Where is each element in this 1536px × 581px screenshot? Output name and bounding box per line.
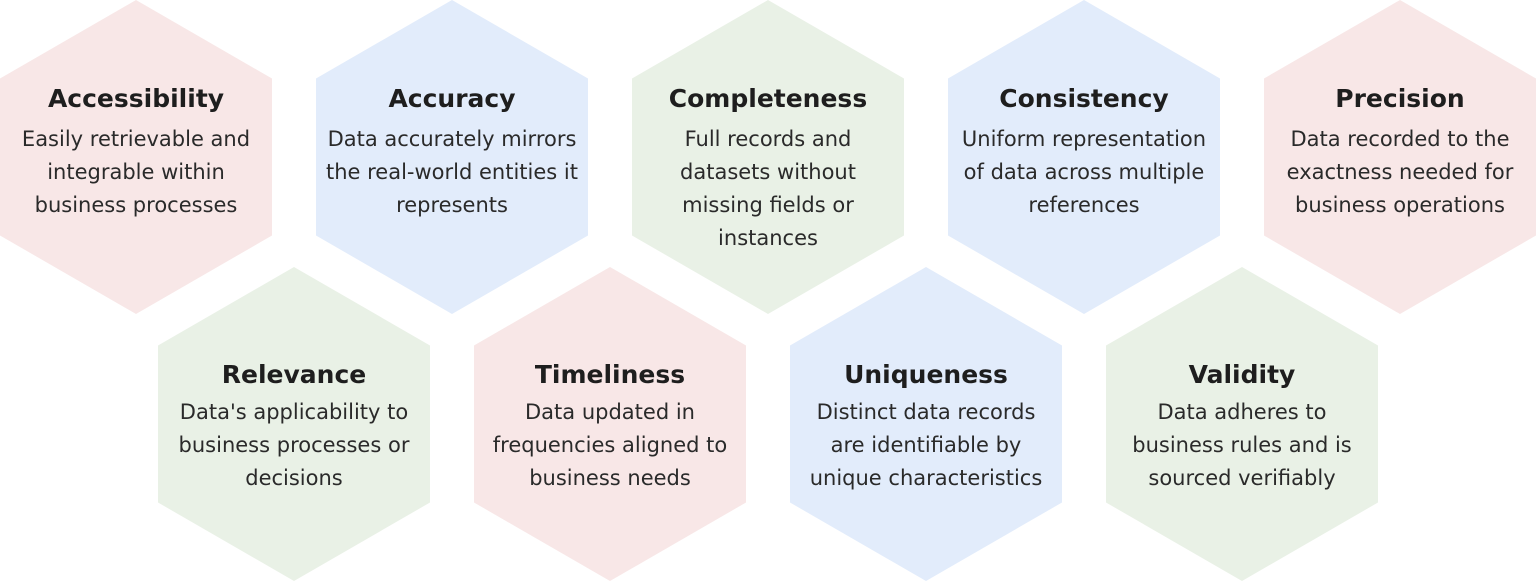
hex-description: Data's applicability to business process… [178,400,410,490]
hex-description: Easily retrievable and integrable within… [21,127,251,217]
hex-relevance: Relevance Data's applicability to busine… [158,267,430,581]
hex-title: Timeliness [534,360,686,389]
hex-description: Distinct data records are identifiable b… [809,400,1043,490]
hex-title: Uniqueness [844,360,1008,389]
hex-title: Consistency [999,84,1169,113]
hex-uniqueness: Uniqueness Distinct data records are ide… [790,267,1062,581]
hex-title: Accuracy [388,84,516,113]
hex-validity: Validity Data adheres to business rules … [1106,267,1378,581]
hex-title: Precision [1335,84,1465,113]
hex-consistency: Consistency Uniform representation of da… [948,0,1220,314]
hex-description: Data accurately mirrors the real-world e… [326,127,578,217]
hex-description: Data updated in frequencies aligned to b… [492,400,728,490]
hex-timeliness: Timeliness Data updated in frequencies a… [474,267,746,581]
hex-description: Data adheres to business rules and is so… [1132,400,1352,490]
hex-precision: Precision Data recorded to the exactness… [1264,0,1536,314]
hex-accessibility: Accessibility Easily retrievable and int… [0,0,272,314]
hex-accuracy: Accuracy Data accurately mirrors the rea… [316,0,588,314]
hex-completeness: Completeness Full records and datasets w… [632,0,904,314]
hex-description: Uniform representation of data across mu… [961,127,1207,217]
hex-title: Accessibility [47,84,225,113]
hex-title: Completeness [668,84,868,113]
hex-title: Relevance [221,360,367,389]
hex-description: Full records and datasets without missin… [680,127,856,250]
hex-title: Validity [1188,360,1296,389]
hex-description: Data recorded to the exactness needed fo… [1286,127,1514,217]
